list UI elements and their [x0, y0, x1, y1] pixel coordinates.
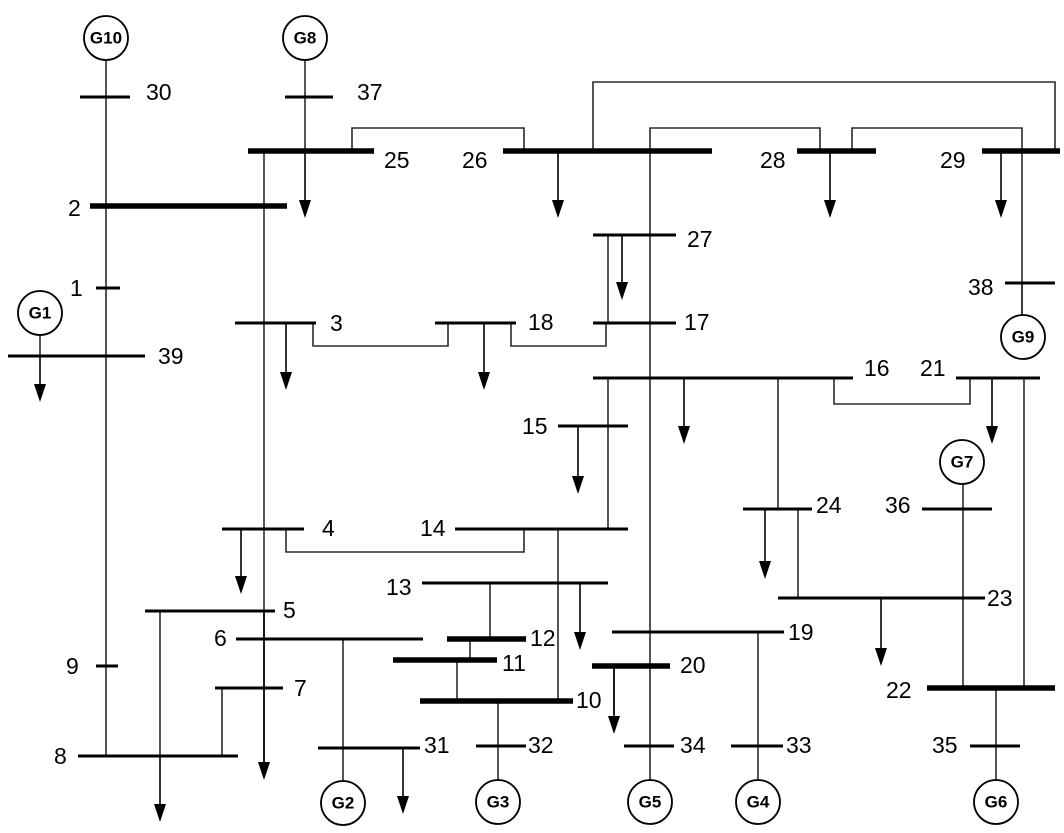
bus-label-10: 10: [576, 687, 602, 713]
load-arrow-icon: [572, 426, 584, 494]
load-arrow-icon: [824, 151, 836, 218]
load-arrow-icon: [608, 666, 620, 734]
load-arrow-icon: [995, 151, 1007, 218]
bus-label-24: 24: [816, 492, 842, 518]
bus-label-8: 8: [54, 743, 67, 769]
branch-26-28: [649, 127, 821, 151]
bus-label-32: 32: [528, 732, 554, 758]
bus-label-23: 23: [987, 585, 1013, 611]
generator-label: G10: [90, 29, 122, 48]
bus-label-15: 15: [522, 413, 548, 439]
bus-label-39: 39: [158, 343, 184, 369]
load-arrow-icon: [574, 583, 586, 650]
bus-label-4: 4: [322, 515, 335, 541]
generator-label: G8: [294, 29, 317, 48]
bus-label-35: 35: [932, 732, 958, 758]
bus-label-9: 9: [66, 653, 79, 679]
generator-label: G6: [985, 793, 1008, 812]
generator-label: G3: [487, 793, 510, 812]
load-arrow-icon: [34, 356, 46, 402]
generators: G10 G8 G1 G9 G7 G2 G3 G5 G4 G6: [17, 15, 1046, 826]
generator-label: G2: [332, 794, 355, 813]
load-arrow-icon: [397, 748, 409, 814]
bus-label-31: 31: [424, 732, 450, 758]
bus-label-20: 20: [680, 652, 706, 678]
load-arrow-icon: [299, 151, 311, 218]
load-arrow-icon: [986, 378, 998, 444]
branch-28-29: [851, 127, 1023, 151]
bus-label-26: 26: [462, 147, 488, 173]
bus-label-12: 12: [530, 625, 556, 651]
load-arrow-icon: [280, 323, 292, 390]
load-arrow-icon: [759, 509, 771, 579]
generator-g7: G7: [939, 439, 985, 485]
branch-4-14: [285, 529, 525, 553]
load-arrow-icon: [616, 235, 628, 300]
generator-g2: G2: [320, 780, 366, 826]
load-arrow-icon: [258, 611, 270, 780]
buses: [8, 95, 1060, 758]
generator-label: G1: [29, 304, 52, 323]
bus-label-11: 11: [502, 650, 526, 676]
generator-label: G7: [951, 453, 974, 472]
loads: [34, 151, 1007, 822]
bus-label-16: 16: [864, 355, 890, 381]
load-arrow-icon: [478, 323, 490, 390]
generator-g4: G4: [735, 779, 781, 825]
bus-label-5: 5: [283, 597, 296, 623]
bus-label-7: 7: [294, 675, 307, 701]
bus-label-34: 34: [680, 732, 706, 758]
bus-label-18: 18: [528, 309, 554, 335]
bus-label-38: 38: [968, 274, 994, 300]
bus-label-14: 14: [420, 515, 446, 541]
bus-label-27: 27: [687, 226, 713, 252]
bus-label-2: 2: [68, 195, 81, 221]
bus-label-6: 6: [214, 625, 227, 651]
bus-label-28: 28: [760, 147, 786, 173]
generator-g1: G1: [17, 290, 63, 336]
load-arrow-icon: [875, 598, 887, 666]
bus-label-19: 19: [788, 619, 814, 645]
branch-16-21: [833, 378, 971, 405]
load-arrow-icon: [154, 756, 166, 822]
generator-g6: G6: [973, 779, 1019, 825]
generator-label: G5: [639, 793, 662, 812]
bus-label-17: 17: [684, 309, 710, 335]
bus-label-29: 29: [940, 147, 966, 173]
branch-17-18: [510, 323, 607, 347]
generator-label: G4: [747, 793, 770, 812]
bus-label-1: 1: [70, 275, 83, 301]
bus-label-37: 37: [357, 79, 383, 105]
bus-label-36: 36: [885, 492, 911, 518]
bus-label-22: 22: [886, 677, 912, 703]
load-arrow-icon: [678, 378, 690, 444]
bus-label-33: 33: [786, 732, 812, 758]
bus-label-13: 13: [386, 574, 412, 600]
bus-labels: 30 37 25 26 28 29 2 27 1 38 3 18 17 39 1…: [54, 79, 1013, 769]
generator-g10: G10: [83, 15, 129, 61]
bus-label-30: 30: [146, 79, 172, 105]
generator-g3: G3: [475, 779, 521, 825]
bus-label-21: 21: [920, 355, 946, 381]
branch-3-18: [312, 323, 449, 347]
generator-g5: G5: [627, 779, 673, 825]
bus-label-25: 25: [384, 147, 410, 173]
branch-26-29: [592, 81, 1056, 151]
bus-label-3: 3: [330, 310, 343, 336]
load-arrow-icon: [552, 151, 564, 218]
branch-25-26: [351, 127, 525, 151]
load-arrow-icon: [235, 529, 247, 594]
generator-label: G9: [1012, 328, 1035, 347]
generator-g8: G8: [282, 15, 328, 61]
generator-g9: G9: [1000, 314, 1046, 360]
